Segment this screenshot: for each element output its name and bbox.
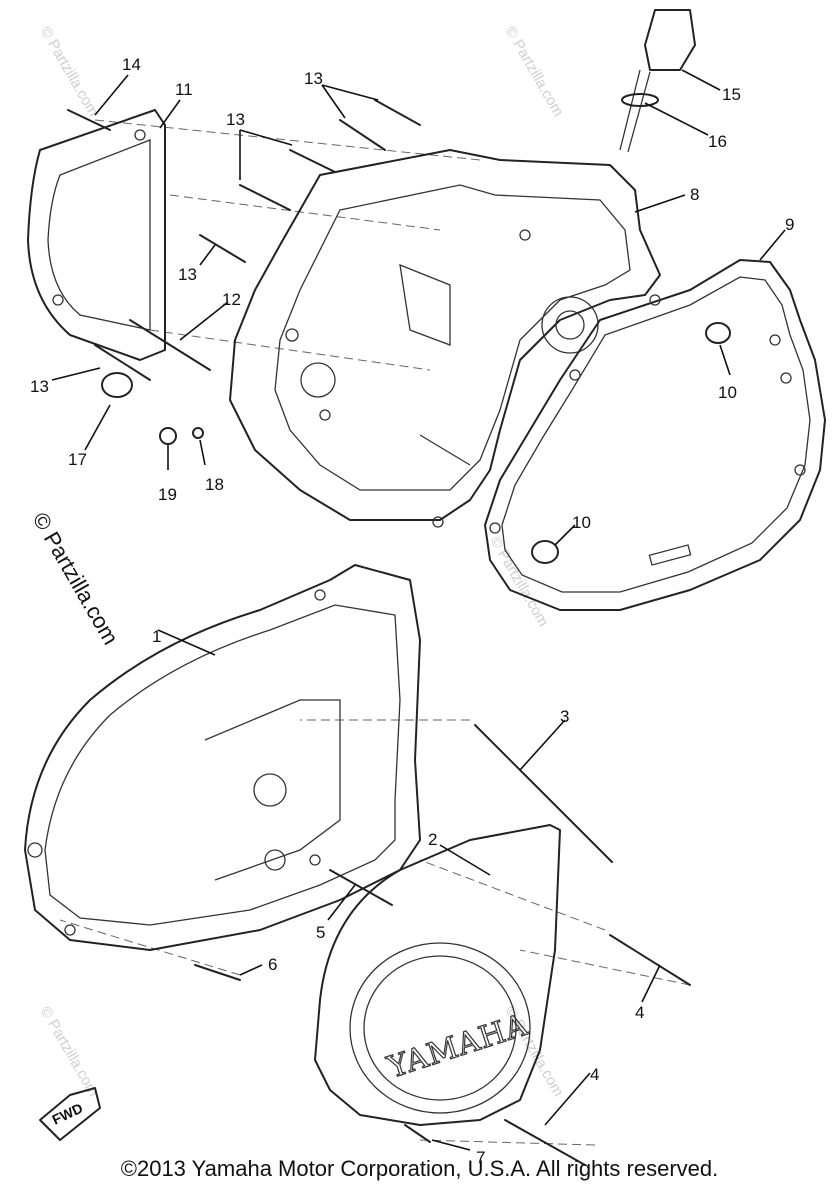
callout-12: 12 — [222, 290, 241, 309]
alignment-lines — [59, 119, 691, 1146]
watermark: © Partzilla.com — [37, 1004, 102, 1100]
dowel-pins — [531, 322, 731, 564]
callout-10: 10 — [718, 383, 737, 402]
callout-13: 13 — [304, 69, 323, 88]
watermarks: © Partzilla.com © Partzilla.com © Partzi… — [37, 24, 567, 1100]
callout-19: 19 — [158, 485, 177, 504]
callout-4: 4 — [635, 1003, 644, 1022]
callout-13: 13 — [226, 110, 245, 129]
callout-6: 6 — [268, 955, 277, 974]
watermark-main: © Partzilla.com — [28, 508, 124, 649]
callout-11: 11 — [175, 80, 193, 99]
callout-1: 1 — [152, 627, 161, 646]
callouts: 1 2 3 4 4 5 6 7 8 9 10 10 11 12 13 13 13… — [30, 55, 794, 1167]
part-9-gasket — [484, 259, 826, 611]
callout-13: 13 — [30, 377, 49, 396]
leader-lines — [51, 69, 786, 1151]
copyright-notice: ©2013 Yamaha Motor Corporation, U.S.A. A… — [120, 1156, 719, 1181]
callout-7: 7 — [476, 1148, 485, 1167]
watermark: © Partzilla.com — [37, 24, 102, 120]
callout-18: 18 — [205, 475, 224, 494]
callout-14: 14 — [122, 55, 141, 74]
callout-10: 10 — [572, 513, 591, 532]
callout-15: 15 — [722, 85, 741, 104]
watermark: © Partzilla.com — [487, 534, 552, 630]
part-8-crankcase-cover — [229, 149, 661, 528]
callout-2: 2 — [428, 830, 437, 849]
part-1-clutch-cover — [24, 564, 421, 951]
callout-8: 8 — [690, 185, 699, 204]
callout-3: 3 — [560, 707, 569, 726]
callout-5: 5 — [316, 923, 325, 942]
yamaha-logo-text: YAMAHA — [383, 1007, 533, 1086]
watermark: © Partzilla.com — [502, 24, 567, 120]
callout-17: 17 — [68, 450, 87, 469]
bolts — [67, 99, 691, 1166]
callout-16: 16 — [708, 132, 727, 151]
part-11-cover-frame — [27, 109, 166, 361]
callout-4: 4 — [590, 1065, 599, 1084]
part-15-16-filler-plug — [619, 9, 696, 153]
callout-9: 9 — [785, 215, 794, 234]
callout-13: 13 — [178, 265, 197, 284]
